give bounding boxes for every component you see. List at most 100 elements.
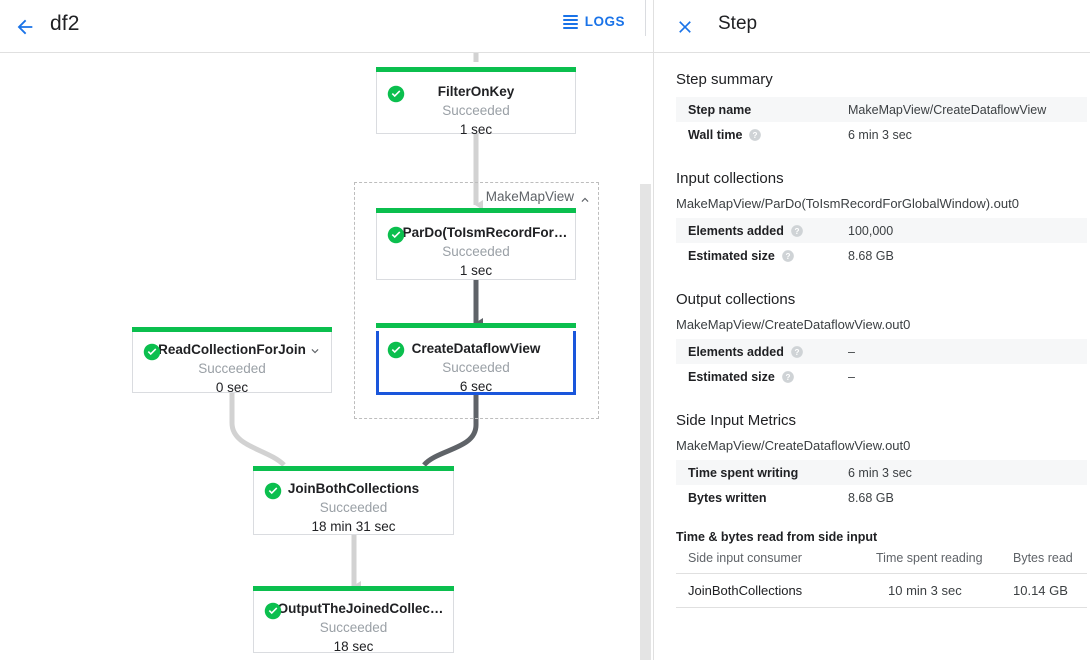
- output-collections-table: Elements added? – Estimated size? –: [676, 339, 1087, 389]
- node-time: 18 sec: [333, 639, 374, 654]
- svg-text:?: ?: [794, 347, 799, 356]
- node-status: Succeeded: [198, 361, 266, 376]
- node-status-bar: [376, 208, 576, 213]
- row-value: 6 min 3 sec: [848, 127, 912, 142]
- row-key-label: Wall time: [688, 127, 743, 142]
- svg-text:?: ?: [794, 226, 799, 235]
- table-row: Time spent writing 6 min 3 sec: [676, 460, 1087, 485]
- help-circle-icon[interactable]: ?: [790, 345, 804, 359]
- panel-title: Step: [718, 13, 758, 34]
- row-value: 100,000: [848, 223, 894, 238]
- table-row: Step name MakeMapView/CreateDataflowView: [676, 97, 1087, 122]
- node-status: Succeeded: [442, 103, 510, 118]
- input-collections-heading: Input collections: [676, 170, 784, 187]
- help-circle-icon[interactable]: ?: [790, 224, 804, 238]
- node-status-bar: [132, 327, 332, 332]
- logs-button-label: LOGS: [584, 14, 625, 29]
- list-icon: [562, 14, 578, 29]
- page-title: df2: [50, 12, 80, 35]
- input-collections-table: Elements added? 100,000 Estimated size? …: [676, 218, 1087, 268]
- step-summary-heading: Step summary: [676, 71, 773, 88]
- side-input-collection-name: MakeMapView/CreateDataflowView.out0: [676, 438, 911, 453]
- row-key: Step name: [676, 97, 844, 122]
- chevron-down-icon[interactable]: [308, 344, 322, 358]
- row-key-label: Estimated size: [688, 369, 775, 384]
- check-circle-icon: [387, 85, 405, 103]
- row-key: Elements added?: [676, 339, 844, 364]
- row-key-label: Elements added: [688, 344, 784, 359]
- row-value: MakeMapView/CreateDataflowView: [848, 102, 1047, 117]
- step-summary-table: Step name MakeMapView/CreateDataflowView…: [676, 97, 1087, 147]
- step-details-panel: Step Step summary Step name MakeMapView/…: [653, 0, 1090, 660]
- column-header-time: Time spent reading: [876, 548, 1001, 574]
- node-status-bar: [376, 323, 576, 328]
- row-key-label: Estimated size: [688, 248, 775, 263]
- check-circle-icon: [143, 343, 161, 361]
- node-name: ReadCollectionForJoin: [158, 342, 306, 357]
- row-value: 8.68 GB: [848, 490, 894, 505]
- svg-text:?: ?: [753, 130, 758, 139]
- graph-node-outputthejoinedcollection[interactable]: OutputTheJoinedCollec… Succeeded 18 sec: [253, 586, 454, 654]
- graph-node-createdataflowview[interactable]: CreateDataflowView Succeeded 6 sec: [376, 323, 576, 395]
- row-key: Bytes written: [688, 490, 767, 505]
- node-time: 1 sec: [459, 122, 493, 137]
- node-status-bar: [376, 67, 576, 72]
- table-row: Elements added? 100,000: [676, 218, 1087, 243]
- logs-button[interactable]: LOGS: [562, 14, 625, 29]
- job-graph-canvas[interactable]: MakeMapView FilterOnKey Succeeded 1 sec …: [0, 53, 653, 660]
- composite-transform-container[interactable]: MakeMapView: [354, 182, 599, 419]
- check-circle-icon: [387, 341, 405, 359]
- panel-header: Step: [654, 0, 1090, 53]
- node-time: 0 sec: [215, 380, 249, 395]
- node-name: OutputTheJoinedCollec…: [277, 601, 444, 616]
- row-key: Elements added?: [676, 218, 844, 243]
- graph-node-joinbothcollections[interactable]: JoinBothCollections Succeeded 18 min 31 …: [253, 466, 454, 535]
- input-collection-name: MakeMapView/ParDo(ToIsmRecordForGlobalWi…: [676, 196, 1019, 211]
- node-name: FilterOnKey: [437, 84, 515, 99]
- column-header-bytes: Bytes read: [1001, 548, 1087, 574]
- check-circle-icon: [387, 226, 405, 244]
- cell-consumer: JoinBothCollections: [676, 573, 876, 608]
- help-circle-icon[interactable]: ?: [748, 128, 762, 142]
- output-collections-heading: Output collections: [676, 291, 796, 308]
- node-status-bar: [253, 586, 454, 591]
- node-name: CreateDataflowView: [411, 341, 541, 356]
- row-key: Time spent writing: [688, 465, 799, 480]
- table-row: Wall time? 6 min 3 sec: [676, 122, 1087, 147]
- arrow-back-icon: [17, 19, 33, 35]
- graph-node-pardo-toismrecord[interactable]: ParDo(ToIsmRecordFor… Succeeded 1 sec: [376, 208, 576, 280]
- composite-transform-label[interactable]: MakeMapView: [485, 189, 574, 204]
- row-key-label: Step name: [688, 102, 752, 117]
- check-circle-icon: [264, 482, 282, 500]
- node-name: ParDo(ToIsmRecordFor…: [402, 225, 568, 240]
- graph-node-filteronkey[interactable]: FilterOnKey Succeeded 1 sec: [376, 67, 576, 137]
- graph-node-readcollectionforjoin[interactable]: ReadCollectionForJoin Succeeded 0 sec: [132, 327, 332, 395]
- row-value: 6 min 3 sec: [848, 465, 912, 480]
- help-circle-icon[interactable]: ?: [781, 370, 795, 384]
- cell-time: 10 min 3 sec: [876, 573, 1001, 608]
- side-input-reads-heading: Time & bytes read from side input: [676, 530, 878, 544]
- graph-vertical-scrollbar[interactable]: [640, 184, 651, 660]
- cell-bytes: 10.14 GB: [1001, 573, 1087, 608]
- side-input-metrics-heading: Side Input Metrics: [676, 412, 797, 429]
- row-value: –: [848, 369, 855, 384]
- header-divider: [645, 0, 646, 36]
- help-circle-icon[interactable]: ?: [781, 249, 795, 263]
- close-button[interactable]: [669, 11, 701, 43]
- chevron-up-icon[interactable]: [578, 193, 592, 207]
- table-row: Bytes written 8.68 GB: [676, 485, 1087, 510]
- svg-text:?: ?: [785, 372, 790, 381]
- node-name: JoinBothCollections: [287, 481, 420, 496]
- job-header-bar: df2 LOGS: [0, 0, 653, 53]
- row-key: Estimated size?: [676, 243, 844, 268]
- back-button[interactable]: [8, 10, 42, 44]
- row-key: Wall time?: [676, 122, 844, 147]
- node-status: Succeeded: [319, 620, 388, 635]
- svg-text:?: ?: [785, 251, 790, 260]
- row-key-label: Elements added: [688, 223, 784, 238]
- node-status: Succeeded: [442, 360, 510, 375]
- node-status: Succeeded: [319, 500, 388, 515]
- table-row: Estimated size? 8.68 GB: [676, 243, 1087, 268]
- node-status: Succeeded: [442, 244, 510, 259]
- table-row: Estimated size? –: [676, 364, 1087, 389]
